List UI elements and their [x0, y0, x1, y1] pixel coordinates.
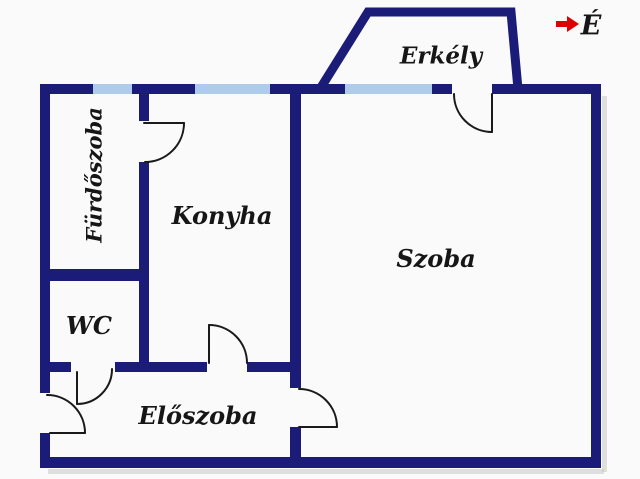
bathroom-door-arc — [144, 122, 185, 163]
outer-walls — [40, 84, 601, 468]
wall-segment — [115, 362, 207, 372]
balcony-door-arc — [453, 93, 493, 133]
wall-segment — [40, 84, 93, 94]
room-label-bathroom: Fürdőszoba — [81, 107, 107, 243]
wall-segment — [139, 162, 149, 372]
north-arrow-icon — [556, 16, 579, 32]
wall-segment — [132, 84, 195, 94]
room-label-room: Szoba — [396, 244, 476, 273]
wall-segment — [270, 84, 345, 94]
wc-door-arc — [76, 368, 113, 405]
room-label-kitchen: Konyha — [171, 201, 273, 230]
wall-segment — [492, 84, 601, 94]
wall-segment — [139, 94, 149, 121]
wall-segment — [40, 84, 50, 393]
balcony-outline — [316, 7, 523, 92]
wall-segment — [40, 269, 149, 281]
interior-walls — [40, 94, 301, 468]
wall-segment — [40, 433, 50, 468]
window-balcony — [345, 84, 432, 94]
wall-segment — [40, 362, 71, 372]
wall-shadows — [48, 96, 607, 474]
wall-segment — [290, 427, 301, 468]
windows — [93, 84, 432, 94]
north-label: É — [580, 10, 602, 42]
room-label-balcony: Erkély — [399, 42, 483, 70]
wall-segment — [290, 94, 301, 388]
wall-segment — [40, 457, 601, 468]
wall-segment — [247, 362, 301, 372]
room-label-wc: WC — [65, 311, 113, 340]
doors — [46, 93, 493, 434]
room-door-arc — [298, 388, 338, 428]
entry-door-arc — [46, 394, 86, 434]
window-kitchen — [195, 84, 270, 94]
wall-segment — [591, 84, 601, 468]
wall-segment — [432, 84, 452, 94]
room-label-hallway: Előszoba — [138, 401, 258, 430]
kitchen-door-arc — [208, 324, 248, 364]
window-bathroom — [93, 84, 132, 94]
